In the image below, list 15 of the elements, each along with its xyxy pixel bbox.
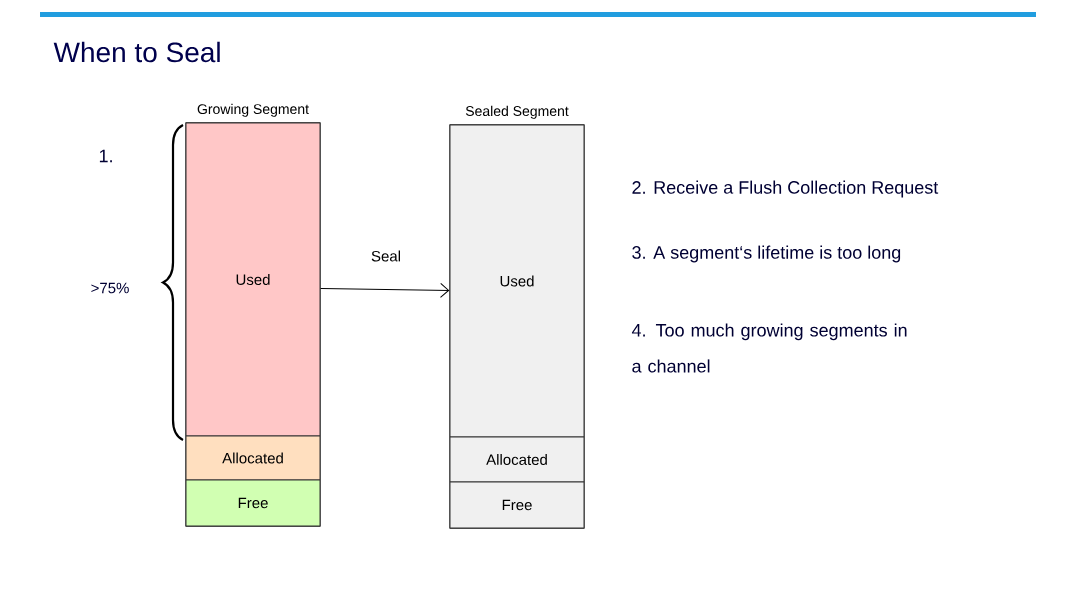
segment-part: Used (185, 122, 321, 437)
segment-part: Allocated (449, 436, 585, 483)
segment-part: Free (185, 479, 321, 527)
node-label: Growing Segment (197, 103, 309, 117)
segment-part: Allocated (185, 435, 321, 481)
edge-label: Seal (371, 250, 400, 262)
percent-label: >75% (91, 282, 129, 294)
list-item: 3. A segment‘s lifetime is too long (632, 245, 901, 263)
slide-title: When to Seal (53, 41, 220, 63)
list-item: 2. Receive a Flush Collection Request (632, 180, 939, 198)
node-label: Sealed Segment (465, 105, 569, 119)
item-number: 1. (99, 149, 112, 163)
segment-part: Free (449, 481, 585, 529)
arrow (320, 282, 450, 298)
list-item: 4. Too much growing segments in a channel (631, 323, 907, 373)
